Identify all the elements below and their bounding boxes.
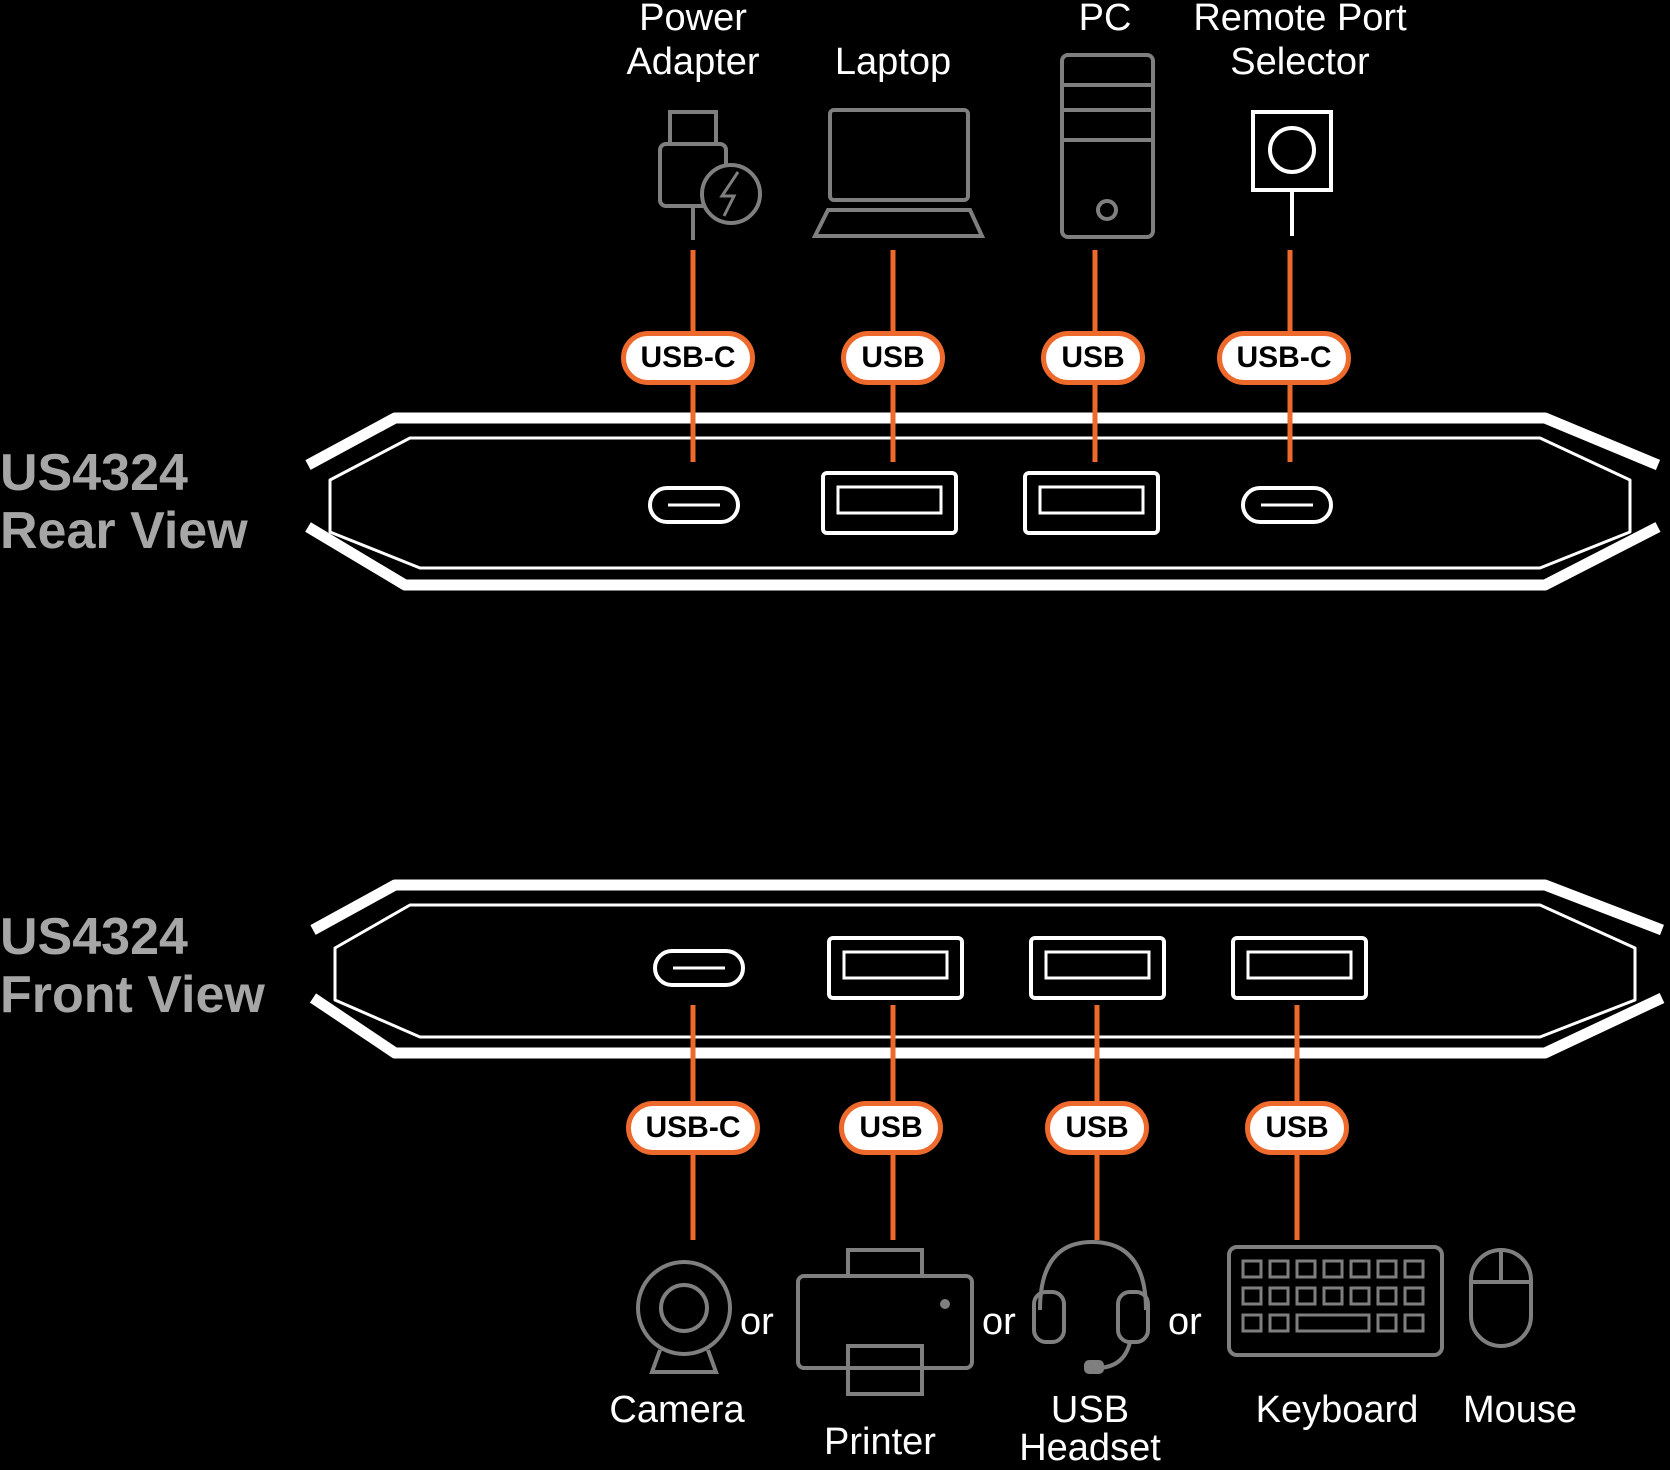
rear-leads <box>690 250 1293 462</box>
rear-port-usba-1 <box>821 471 958 535</box>
front-port-usba-3 <box>1231 936 1368 1000</box>
pc-tower-icon <box>1060 53 1155 239</box>
power-adapter-icon <box>658 110 762 240</box>
rear-connector-badge-1: USB-C <box>621 331 755 385</box>
laptop-icon <box>811 108 986 238</box>
rear-port-usbc-1 <box>648 486 740 524</box>
front-connector-badge-2: USB <box>839 1101 943 1155</box>
or-separator-2: or <box>982 1301 1016 1343</box>
rear-view-title-line2: Rear View <box>0 502 248 560</box>
front-device-label-headset-line2: Headset <box>1019 1427 1161 1469</box>
keyboard-key <box>1295 1259 1317 1279</box>
printer-icon <box>796 1248 974 1396</box>
rear-view-title-line1: US4324 <box>0 444 188 502</box>
keyboard-icon <box>1227 1245 1444 1357</box>
front-connector-badge-3: USB <box>1045 1101 1149 1155</box>
keyboard-key <box>1268 1286 1290 1306</box>
front-device-label-mouse: Mouse <box>1462 1389 1578 1431</box>
keyboard-spacebar <box>1295 1313 1371 1333</box>
keyboard-key <box>1376 1259 1398 1279</box>
front-device-body <box>309 879 1665 1059</box>
keyboard-key <box>1241 1313 1263 1333</box>
rear-device-label-3: PC <box>1078 0 1132 39</box>
or-separator-1: or <box>740 1301 774 1343</box>
front-port-usba-2 <box>1029 936 1166 1000</box>
rear-device-label-1-line2: Adapter <box>626 41 760 83</box>
front-view-title-line1: US4324 <box>0 908 188 966</box>
rear-connector-badge-2: USB <box>841 331 945 385</box>
front-device-label-keyboard: Keyboard <box>1255 1389 1419 1431</box>
remote-port-selector-icon <box>1251 110 1333 236</box>
mouse-icon <box>1469 1248 1533 1348</box>
keyboard-key <box>1268 1259 1290 1279</box>
keyboard-key <box>1268 1313 1290 1333</box>
keyboard-key <box>1241 1259 1263 1279</box>
keyboard-key <box>1403 1286 1425 1306</box>
rear-device-label-1-line1: Power <box>639 0 747 39</box>
rear-device-label-4-line2: Selector <box>1230 41 1370 83</box>
rear-connector-badge-3: USB <box>1041 331 1145 385</box>
keyboard-key <box>1403 1259 1425 1279</box>
keyboard-key <box>1295 1286 1317 1306</box>
rear-device-body <box>305 412 1661 591</box>
camera-icon <box>636 1260 732 1374</box>
keyboard-key <box>1322 1286 1344 1306</box>
rear-port-usba-2 <box>1023 471 1160 535</box>
keyboard-key <box>1403 1313 1425 1333</box>
headset-icon <box>1032 1239 1150 1374</box>
rear-connector-badge-4: USB-C <box>1217 331 1351 385</box>
front-connector-badge-1: USB-C <box>626 1101 760 1155</box>
rear-port-usbc-2 <box>1241 486 1333 524</box>
keyboard-key <box>1322 1259 1344 1279</box>
rear-device-label-4-line1: Remote Port <box>1193 0 1407 39</box>
front-device-label-headset-line1: USB <box>1050 1389 1130 1431</box>
front-device-label-printer: Printer <box>824 1421 936 1463</box>
rear-device-label-2: Laptop <box>834 41 952 83</box>
keyboard-key <box>1376 1286 1398 1306</box>
front-leads <box>690 1005 1300 1240</box>
keyboard-key <box>1349 1286 1371 1306</box>
keyboard-key <box>1241 1286 1263 1306</box>
front-device-label-camera: Camera <box>609 1389 745 1431</box>
keyboard-key <box>1376 1313 1398 1333</box>
or-separator-3: or <box>1168 1301 1202 1343</box>
front-port-usba-1 <box>827 936 964 1000</box>
front-port-usbc <box>653 949 745 987</box>
keyboard-key <box>1349 1259 1371 1279</box>
front-view-title-line2: Front View <box>0 966 265 1024</box>
front-connector-badge-4: USB <box>1245 1101 1349 1155</box>
